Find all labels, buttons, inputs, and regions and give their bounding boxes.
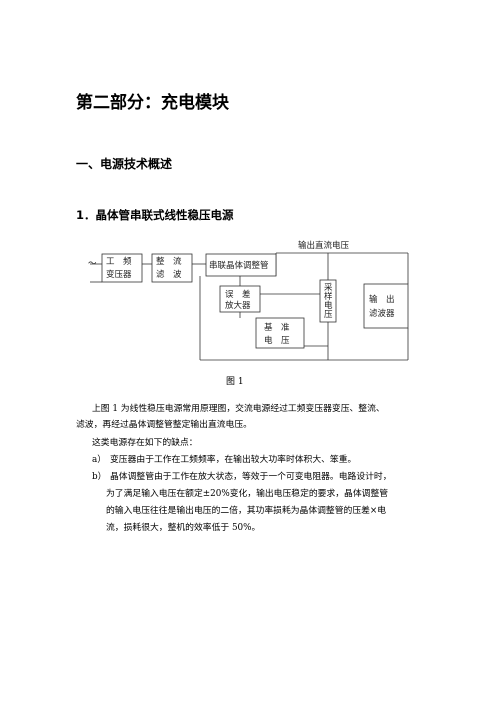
- figure-caption: 图 1: [226, 377, 244, 387]
- list-item-b-line-4: 流，损耗很大，整机的效率低于 50%。: [106, 523, 261, 533]
- subsection-heading: 1．晶体管串联式线性稳压电源: [76, 208, 234, 222]
- paragraph-2: 这类电源存在如下的缺点：: [92, 438, 198, 448]
- list-item-b-line-3: 的输入电压往往是输出电压的二倍，其功率损耗为晶体调整管的压差×电: [106, 506, 387, 516]
- page-title: 第二部分：充电模块: [76, 93, 229, 113]
- transformer-box: [101, 253, 143, 283]
- output-filter-label-line1: 输 出: [369, 294, 395, 305]
- error-amplifier-label-line1: 误 差: [225, 289, 251, 300]
- list-item-a-text: 变压器由于工作在工频频率，在输出较大功率时体积大、笨重。: [110, 455, 357, 465]
- rectifier-box: [151, 253, 193, 283]
- paragraph-1-line-1: 上图 1 为线性稳压电源常用原理图，交流电源经过工频变压器变压、整流、: [92, 404, 385, 414]
- list-item-b-line-1: 晶体调整管由于工作在放大状态，等效于一个可变电阻器。电路设计时，: [110, 472, 392, 482]
- series-regulator-box: [205, 253, 277, 277]
- list-marker-b: b）: [92, 472, 107, 482]
- output-voltage-label: 输出直流电压: [298, 240, 350, 251]
- output-filter-label-line2: 滤波器: [369, 308, 395, 319]
- error-amplifier-box: [219, 285, 261, 313]
- sample-voltage-char4: 压: [324, 310, 333, 320]
- sample-voltage-char3: 电: [324, 300, 333, 311]
- rectifier-label-line1: 整 流: [156, 256, 182, 267]
- sample-voltage-char1: 采: [324, 282, 333, 293]
- transformer-label-line2: 变压器: [106, 269, 132, 280]
- list-item-b-line-2: 为了满足输入电压在额定±20%变化，输出电压稳定的要求，晶体调整管: [106, 489, 389, 499]
- section-heading: 一、电源技术概述: [76, 157, 173, 171]
- rectifier-label-line2: 滤 波: [156, 269, 182, 280]
- reference-voltage-label-line1: 基 准: [264, 322, 290, 333]
- series-regulator-label: 串联晶体调整管: [209, 260, 269, 271]
- block-diagram: 输出直流电压 ～ 工 频 变压器 整 流 滤 波 串联晶体调整管 误 差 放大器…: [88, 240, 409, 361]
- transformer-label-line1: 工 频: [106, 256, 132, 267]
- sample-voltage-char2: 样: [324, 291, 333, 302]
- reference-voltage-box: [255, 317, 305, 349]
- reference-voltage-label-line2: 电 压: [264, 335, 290, 346]
- output-filter-box: [363, 283, 409, 329]
- list-marker-a: a）: [92, 455, 107, 465]
- error-amplifier-label-line2: 放大器: [225, 300, 251, 311]
- sample-voltage-box: [319, 279, 337, 323]
- paragraph-1-line-2: 滤波，再经过晶体调整管整定输出直流电压。: [76, 420, 252, 430]
- ac-tilde-symbol: ～: [88, 259, 97, 269]
